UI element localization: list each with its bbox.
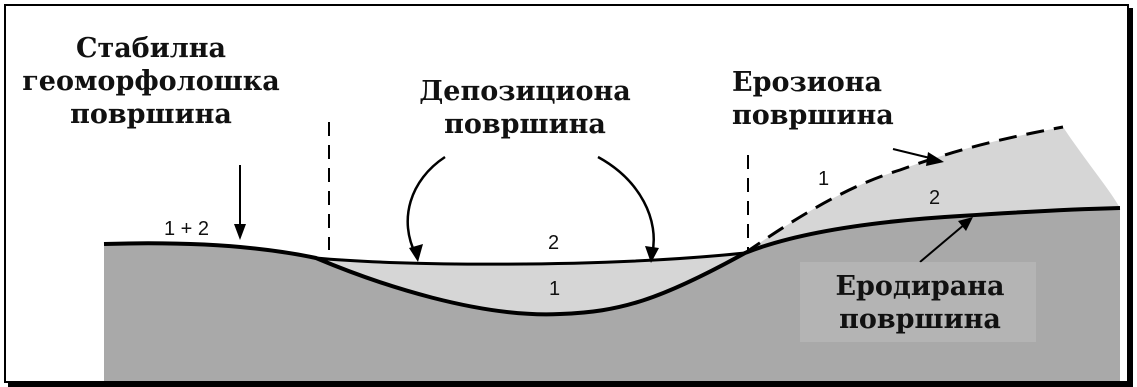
erosional-arrow-shaft: [892, 148, 935, 160]
eroded-material-fill: [745, 127, 1120, 253]
diagram-frame: [4, 4, 1129, 383]
stable-label-line1: Стабилна: [75, 33, 227, 64]
depositional-surface-label: Депозициона површина: [410, 75, 640, 141]
stable-number-label: 1 + 2: [164, 218, 210, 240]
eroded-label-line2: површина: [839, 304, 1001, 335]
erosion-new-number: 2: [929, 187, 941, 209]
erosional-label-line2: површина: [732, 100, 894, 131]
eroded-label-backdrop: [800, 262, 1036, 342]
deposit-top-number: 2: [548, 232, 560, 254]
stable-surface-label: Стабилна геоморфолошка површина: [5, 32, 297, 131]
erosional-surface-label: Ерозиона површина: [732, 66, 908, 132]
depositional-arrow-right-head: [645, 246, 659, 263]
stable-label-line3: површина: [70, 99, 232, 130]
original-erosion-surface-dashed: [744, 125, 1064, 255]
eroded-arrow-shaft: [919, 223, 966, 263]
eroded-surface-label: Еродирана површина: [806, 270, 1034, 336]
eroded-label-line1: Еродирана: [835, 271, 1005, 302]
eroded-arrow-head: [958, 217, 973, 231]
depositional-arrow-left-head: [409, 244, 423, 262]
stable-label-line2: геоморфолошка: [22, 66, 280, 97]
stable-surface-line: [103, 206, 1121, 317]
depositional-label-line2: површина: [444, 109, 606, 140]
erosion-old-number: 1: [818, 168, 830, 190]
depositional-arrow-left: [406, 155, 446, 256]
depositional-arrow-right: [597, 155, 655, 256]
depositional-label-line1: Депозициона: [419, 76, 631, 107]
erosional-label-line1: Ерозиона: [732, 67, 882, 98]
deposit-surface-line: [315, 251, 746, 266]
deposit-fill: [316, 253, 745, 315]
deposit-bottom-number: 1: [549, 278, 561, 300]
stable-arrow-head: [234, 224, 246, 240]
erosional-arrow-head: [926, 152, 944, 166]
